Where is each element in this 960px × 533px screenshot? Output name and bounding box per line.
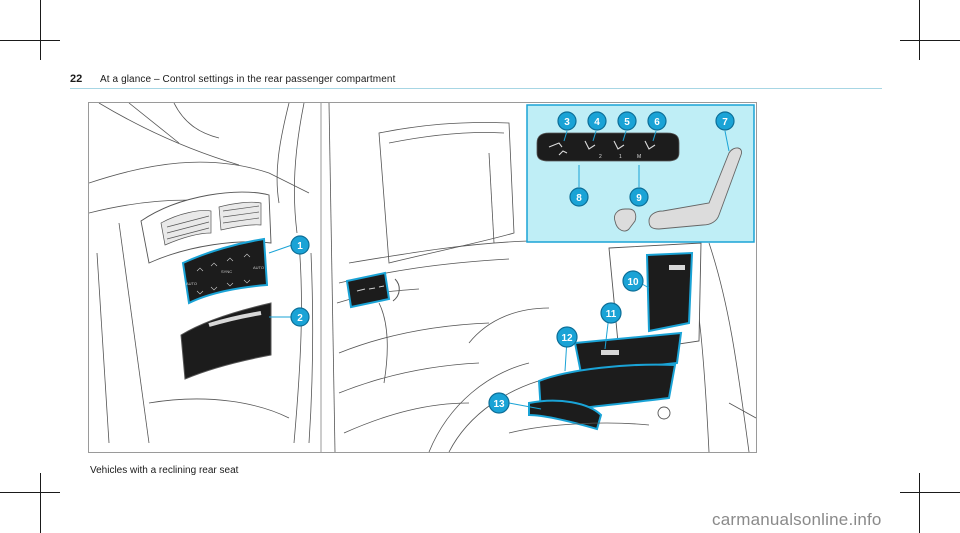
svg-text:4: 4 — [594, 117, 600, 128]
callout-5: 5 — [617, 111, 637, 131]
console-label-auto-left: AUTO — [186, 281, 197, 286]
console-label-sync: SYNC — [221, 269, 232, 274]
illustration-drawing: AUTO AUTO SYNC — [89, 103, 756, 452]
header-rule — [70, 88, 882, 89]
callout-11: 11 — [600, 302, 622, 324]
callout-2: 2 — [290, 307, 310, 327]
svg-text:2: 2 — [297, 313, 303, 324]
svg-text:9: 9 — [636, 193, 642, 204]
page-number: 22 — [70, 73, 83, 85]
svg-text:13: 13 — [493, 399, 505, 410]
climate-control-panel: AUTO AUTO SYNC — [181, 237, 269, 305]
storage-compartment — [180, 302, 272, 380]
callout-10: 10 — [622, 270, 644, 292]
crop-mark — [40, 0, 41, 60]
illustration-figure: AUTO AUTO SYNC — [88, 102, 757, 453]
svg-text:1: 1 — [297, 241, 303, 252]
svg-text:8: 8 — [576, 193, 582, 204]
crop-mark — [900, 40, 960, 41]
crop-mark — [0, 492, 60, 493]
svg-text:11: 11 — [606, 309, 617, 320]
callout-7: 7 — [715, 111, 735, 131]
figure-caption: Vehicles with a reclining rear seat — [90, 465, 239, 476]
svg-text:7: 7 — [722, 117, 728, 128]
crop-mark — [0, 40, 60, 41]
svg-text:3: 3 — [564, 117, 570, 128]
console-label-auto-right: AUTO — [253, 265, 264, 270]
crop-mark — [900, 492, 960, 493]
crop-mark — [919, 0, 920, 60]
callout-6: 6 — [647, 111, 667, 131]
callout-12: 12 — [556, 326, 578, 348]
callout-8: 8 — [569, 187, 589, 207]
panel-label-m: M — [637, 154, 641, 160]
watermark: carmanualsonline.info — [712, 510, 882, 529]
air-vent-right — [218, 201, 262, 231]
callout-1: 1 — [290, 235, 310, 255]
panel-label-1: 1 — [619, 154, 622, 160]
center-console — [508, 242, 702, 434]
left-panel-console — [89, 103, 314, 444]
callout-4: 4 — [587, 111, 607, 131]
air-vent-left — [160, 210, 212, 246]
callout-3: 3 — [557, 111, 577, 131]
page-header-title: At a glance – Control settings in the re… — [100, 74, 396, 85]
panel-label-2: 2 — [599, 154, 602, 160]
svg-text:5: 5 — [624, 117, 630, 128]
svg-text:10: 10 — [627, 277, 639, 288]
leader-lines — [268, 130, 730, 410]
crop-mark — [919, 473, 920, 533]
callout-13: 13 — [488, 392, 510, 414]
svg-text:12: 12 — [561, 333, 573, 344]
callout-9: 9 — [629, 187, 649, 207]
crop-mark — [40, 473, 41, 533]
door-seat-switch — [345, 271, 400, 309]
svg-text:6: 6 — [654, 117, 660, 128]
